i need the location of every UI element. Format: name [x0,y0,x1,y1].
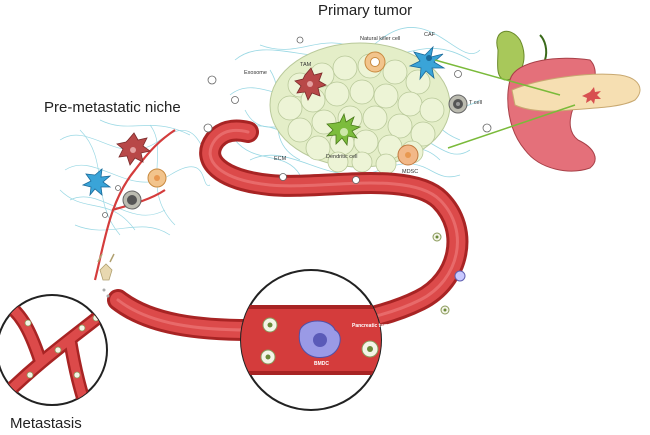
exosomes [102,36,492,218]
bmdc-label: BMDC [314,361,329,367]
ecm-label: ECM [274,156,287,162]
extravasation-site [97,253,115,298]
pancreas-organ [496,30,641,172]
caf-cell [408,45,446,81]
niche-caf-cell [81,168,112,197]
natural-killer-cell [364,51,386,73]
metastasis-circle [0,294,108,406]
exosome-label: Exosome [244,70,267,76]
dendritic-cell [325,112,362,147]
mdsc-label: MDSC [402,169,418,175]
metastasis-heading: Metastasis [10,415,82,432]
primary-tumor-heading: Primary tumor [318,2,412,19]
niche-t-cell [122,190,142,210]
pancreatic-tumor-cell-label: Pancreatic tumor cell [352,323,403,329]
leader-lines [434,59,576,149]
mdsc-cell [397,144,419,166]
t-cell [448,94,468,114]
niche-tam-cell [116,132,151,166]
t-cell-label: T cell [469,100,482,106]
niche-mdsc-cell [147,168,167,188]
pre-metastatic-niche-heading: Pre-metastatic niche [44,99,181,116]
dendritic-label: Dendritic cell [326,154,357,160]
vessel-zoom-circle [240,269,382,411]
tam-cell [294,67,327,101]
caf-label: CAF [424,32,436,38]
circulating-tumor-cells [432,232,466,315]
natural-killer-label: Natural killer cell [360,36,400,42]
tam-label: TAM [300,62,312,68]
